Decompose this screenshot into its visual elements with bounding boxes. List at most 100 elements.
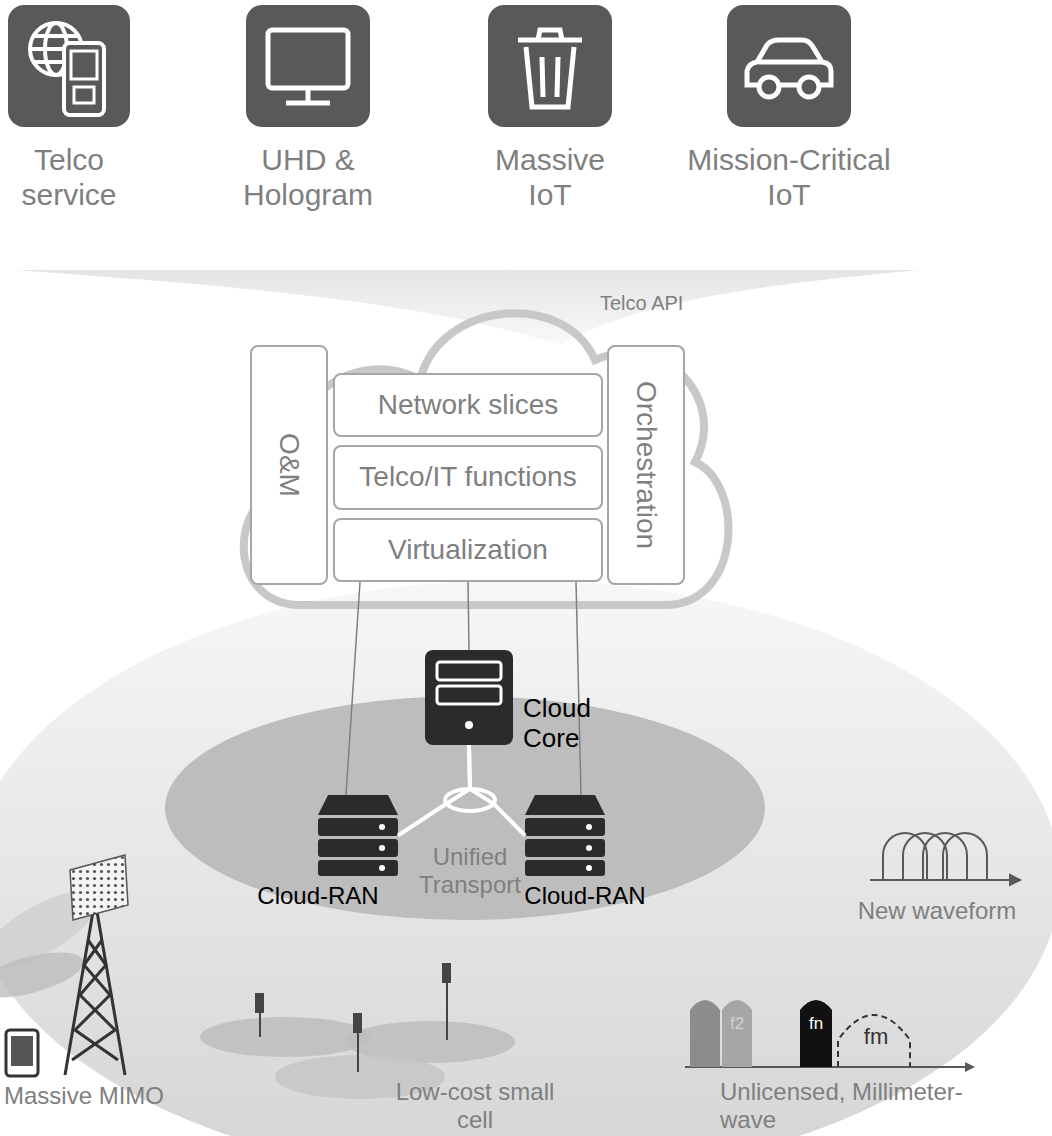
waveform-symbol	[943, 833, 987, 880]
node-text: Orchestration	[630, 381, 662, 549]
server-icons	[525, 795, 605, 815]
spectrum-symbol	[838, 1015, 910, 1067]
service-icons	[8, 5, 130, 127]
server-icon: Cloud-RAN	[318, 795, 398, 876]
server-icons	[525, 860, 605, 876]
massive-mimo-symbol	[70, 855, 128, 920]
server-icons	[318, 860, 398, 876]
node-text: Telco service	[0, 143, 144, 212]
server-icons	[379, 824, 385, 830]
feature-label: Low-cost small cell	[390, 1078, 560, 1133]
waveform-symbol	[870, 833, 1020, 885]
small-cell-symbol	[260, 970, 447, 1072]
service-icons	[526, 47, 574, 107]
waveform-symbol	[870, 879, 1010, 881]
waveform-symbol	[903, 833, 947, 880]
service-icons	[34, 34, 78, 38]
service-icons	[747, 40, 831, 85]
node-text: Mission-Critical IoT	[684, 143, 894, 212]
ground	[0, 580, 1052, 1136]
service-icons	[518, 30, 582, 107]
service-icons	[246, 5, 370, 127]
feature-label: Massive MIMO	[4, 1082, 184, 1110]
layer-box: Virtualization	[333, 518, 603, 582]
server-icons	[465, 721, 473, 729]
service-icons	[74, 87, 94, 103]
service-icons	[727, 5, 851, 127]
server-icons	[379, 865, 385, 871]
small-cell-symbol	[353, 1013, 362, 1033]
service-icons	[799, 77, 819, 97]
server-icons	[525, 839, 605, 857]
service-icons	[557, 57, 558, 97]
layer-box: Network slices	[333, 373, 603, 437]
layer-box: Telco/IT functions	[333, 445, 603, 510]
spectrum-symbol	[800, 1000, 832, 1067]
service-icons	[268, 30, 348, 103]
server-icons	[318, 650, 605, 876]
server-icons	[586, 845, 592, 851]
node-text: Network slices	[378, 389, 558, 421]
feature-label: Unlicensed, Millimeter-wave	[720, 1078, 970, 1133]
service-icons	[759, 60, 821, 65]
server-icons	[425, 650, 513, 745]
side-panel: O&M	[250, 345, 328, 585]
service-icons	[71, 51, 97, 79]
server-icon: Cloud-RAN	[525, 795, 605, 876]
service-icons	[286, 101, 330, 106]
massive-mimo-symbol	[11, 1036, 33, 1066]
frequency-label: fn	[801, 1014, 831, 1034]
service-icon: Telco service	[8, 5, 130, 127]
api-label: Telco API	[600, 292, 760, 315]
spectrum-symbol	[685, 1000, 975, 1072]
service-icon: Massive IoT	[488, 5, 612, 127]
frequency-label: fm	[856, 1024, 896, 1049]
waveform-symbol	[1010, 875, 1020, 885]
service-icons	[538, 30, 562, 40]
massive-mimo-symbol	[75, 940, 118, 1060]
small-cell-symbol	[442, 963, 451, 983]
server-icons	[586, 824, 592, 830]
service-icons	[30, 23, 104, 115]
waveform-symbol	[883, 833, 927, 880]
server-icons	[379, 845, 385, 851]
service-icons	[64, 43, 104, 115]
waveform-symbol	[923, 833, 967, 880]
frequency-label: f2	[722, 1014, 752, 1034]
massive-mimo-symbol	[0, 855, 128, 1076]
server-icons	[318, 839, 398, 857]
node-text: Telco/IT functions	[359, 461, 576, 493]
service-icons	[8, 5, 851, 127]
server-icons	[525, 818, 605, 836]
transport-label: Unified Transport	[405, 843, 535, 898]
small-cell-symbol	[200, 1017, 370, 1057]
service-icons	[747, 40, 831, 97]
service-icon: UHD & Hologram	[246, 5, 370, 127]
server-icons	[318, 818, 398, 836]
node-text: Cloud Core	[523, 694, 613, 754]
service-icons	[268, 30, 348, 88]
massive-mimo-symbol	[0, 943, 88, 1006]
server-icons	[318, 795, 398, 815]
connector	[398, 745, 470, 836]
service-icons	[542, 57, 543, 97]
spectrum-symbol	[690, 1000, 720, 1067]
node-text: Massive IoT	[475, 143, 625, 212]
node-text: Cloud-RAN	[510, 882, 660, 910]
feature-label: New waveform	[827, 897, 1047, 925]
service-icons	[759, 77, 779, 97]
service-icons	[488, 5, 612, 127]
connector	[469, 745, 525, 836]
service-icon: Mission-Critical IoT	[727, 5, 851, 127]
connector	[576, 582, 581, 795]
spectrum-symbol	[722, 1000, 752, 1067]
massive-mimo-symbol	[65, 900, 125, 1075]
server-icons	[437, 662, 501, 680]
server-icons	[437, 686, 501, 704]
server-icons	[586, 865, 592, 871]
connector	[468, 582, 469, 650]
massive-mimo-symbol	[6, 1030, 38, 1076]
ground	[0, 270, 1052, 1136]
